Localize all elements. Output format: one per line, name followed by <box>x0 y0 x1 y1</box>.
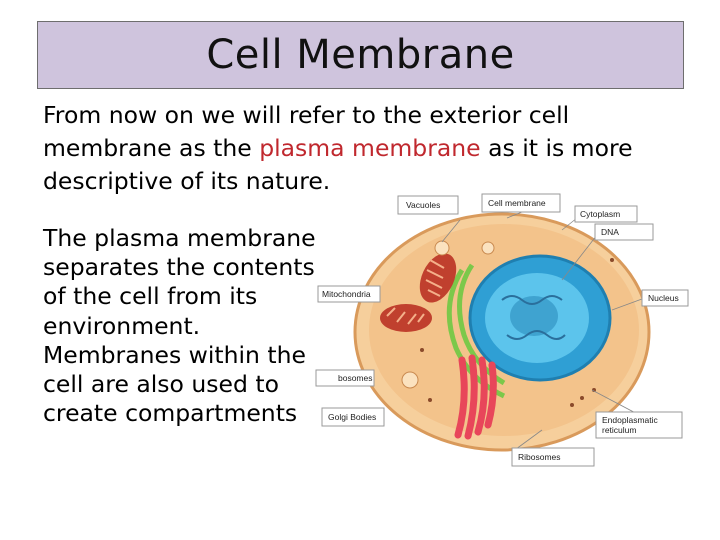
intro-paragraph: From now on we will refer to the exterio… <box>43 99 703 198</box>
nucleus-label-box <box>641 289 689 307</box>
dna-strands <box>501 295 566 340</box>
intro-text-start: From now on we will refer to the exterio… <box>43 101 570 162</box>
mitochondrion-2 <box>380 304 432 332</box>
ribosomes-bottom-label: Ribosomes <box>518 452 561 462</box>
er-label-line1: Endoplasmatic <box>602 415 659 425</box>
mitochondrion-1-cristae <box>425 259 445 297</box>
mitochondrion-2-cristae <box>386 307 425 325</box>
mitochondria-label: Mitochondria <box>322 289 371 299</box>
ribosomes-left-label: bosomes <box>338 373 373 383</box>
ribosomes-bottom-label-box <box>511 447 595 467</box>
ribosome-dots <box>420 258 614 407</box>
er-label-box <box>595 411 683 439</box>
plasma-membrane-highlight: plasma membrane <box>259 134 481 162</box>
cytoplasm-label: Cytoplasm <box>580 209 620 219</box>
cell-membrane-label: Cell membrane <box>488 198 546 208</box>
ribosomes-left-label-box <box>315 369 375 387</box>
vacuole-3 <box>401 371 419 389</box>
cell-membrane-label-box <box>481 193 561 213</box>
membrane-description: The plasma membrane separates the conten… <box>43 224 316 428</box>
intro-text-end: as it is more descriptive of its nature. <box>43 134 633 195</box>
dna-label: DNA <box>601 227 619 237</box>
golgi-label-box <box>321 407 385 427</box>
mitochondria-label-box <box>317 285 381 303</box>
vacuoles-label: Vacuoles <box>406 200 440 210</box>
vacuole-1 <box>434 240 450 256</box>
vacuole-2 <box>481 241 495 255</box>
er-label-line2: reticulum <box>602 425 636 435</box>
golgi-label: Golgi Bodies <box>328 412 376 422</box>
cell-diagram: Vacuoles Cell membrane Cytoplasm DNA Mit… <box>315 193 689 467</box>
nucleolus-shape <box>510 296 558 336</box>
dna-label-box <box>594 223 654 241</box>
nucleus-label: Nucleus <box>648 293 679 303</box>
golgi-shape <box>454 354 497 440</box>
slide-title: Cell Membrane <box>206 32 515 78</box>
cytoplasm-label-box <box>574 205 638 223</box>
title-banner: Cell Membrane <box>37 21 684 89</box>
vacuoles-label-box <box>397 195 459 215</box>
